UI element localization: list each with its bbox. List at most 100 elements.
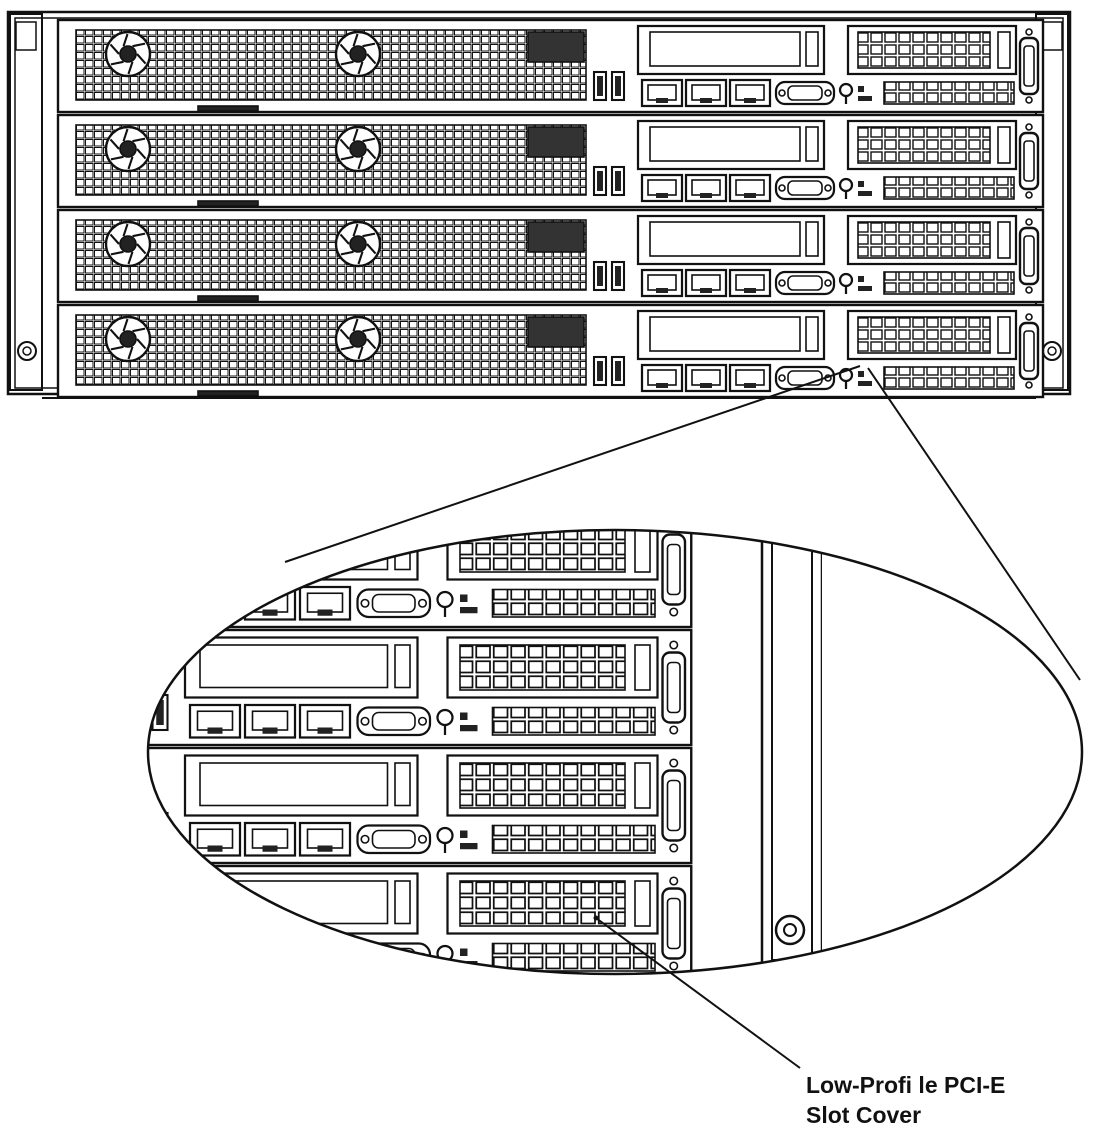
- usb-port-icon: [130, 577, 145, 612]
- magnified-view: [0, 525, 1084, 976]
- vent-row: [491, 824, 656, 854]
- led-indicator: [858, 371, 864, 377]
- low-profile-slot-cover: [857, 316, 991, 354]
- callout-leader-line: [595, 917, 801, 1069]
- callout-line-1: Low-Profi le PCI-E: [806, 1072, 1006, 1098]
- pcie-slot-cover: [199, 644, 389, 689]
- right-ear-latch: [1041, 21, 1063, 51]
- node-bay-3: [56, 208, 1045, 304]
- power-button-icon: [436, 708, 454, 727]
- callout-label: Low-Profi le PCI-E Slot Cover: [806, 1070, 1096, 1130]
- power-button-icon: [436, 590, 454, 609]
- pcie-slot-cover: [649, 316, 801, 352]
- vent-grille: [0, 643, 120, 731]
- vent-row: [883, 176, 1015, 200]
- lens-blank-area: [822, 530, 1082, 974]
- magnified-detail: [0, 525, 1082, 974]
- fan-hub-icon: [349, 330, 367, 348]
- low-profile-slot-cover: [857, 31, 991, 69]
- led-indicator: [460, 843, 478, 850]
- left-rack-ear: [9, 13, 43, 391]
- fan-hub-icon: [119, 330, 137, 348]
- lan-port-icon: [243, 939, 297, 974]
- fan-hub-icon: [119, 140, 137, 158]
- node-bay-4: [56, 303, 1045, 399]
- low-profile-slot-cover: [459, 644, 626, 691]
- lan-port-icon: [188, 585, 242, 621]
- lan-port-icon: [298, 939, 352, 974]
- node-bays: [56, 18, 1045, 399]
- slot-bracket: [997, 31, 1011, 69]
- low-profile-slot-cover: [857, 221, 991, 259]
- left-ear-latch: [15, 21, 37, 51]
- usb-port-icon: [130, 813, 145, 848]
- slot-bracket: [634, 762, 651, 809]
- led-indicator: [460, 607, 478, 614]
- vent-grille: [75, 314, 587, 386]
- pcie-bracket: [394, 880, 411, 925]
- left-thumbscrew-icon: [17, 341, 37, 361]
- node-bay-zoom-3: [0, 746, 693, 865]
- vent-dense-area: [527, 316, 585, 348]
- pcie-slot-cover: [199, 762, 389, 807]
- vent-row: [491, 706, 656, 736]
- usb-port-icon: [151, 929, 169, 968]
- fan-hub-icon: [349, 140, 367, 158]
- magnifier-line-right: [867, 367, 1081, 681]
- vent-dense-area: [527, 126, 585, 158]
- led-indicator: [858, 96, 872, 101]
- vent-dense-area: [48, 527, 118, 565]
- pcie-slot-cover: [649, 31, 801, 67]
- right-thumbscrew-icon: [1042, 341, 1062, 361]
- callout-line-2: Slot Cover: [806, 1102, 922, 1128]
- vent-row: [491, 588, 656, 618]
- magnifier-lens: [146, 528, 1084, 976]
- led-indicator: [858, 86, 864, 92]
- lan-port-icon: [188, 939, 242, 974]
- fan-hub-icon: [119, 235, 137, 253]
- pull-handle: [197, 295, 259, 302]
- low-profile-slot-cover: [459, 762, 626, 809]
- led-indicator: [858, 191, 872, 196]
- vent-dense-area: [48, 645, 118, 683]
- slot-bracket: [634, 644, 651, 691]
- fan-hub-icon: [119, 45, 137, 63]
- led-indicator: [858, 381, 872, 386]
- magnifier-lines: [284, 365, 1081, 681]
- usb-port-icon: [130, 695, 145, 730]
- pcie-slot-cover: [199, 880, 389, 925]
- pcie-bracket: [805, 221, 819, 257]
- fan-hub-icon: [349, 45, 367, 63]
- pcie-slot-cover: [649, 221, 801, 257]
- usb-port-icon: [130, 931, 145, 966]
- pull-handle: [197, 200, 259, 207]
- low-profile-slot-cover: [857, 126, 991, 164]
- led-indicator: [858, 286, 872, 291]
- vent-grille: [0, 525, 120, 613]
- pull-handle: [197, 390, 259, 397]
- pcie-slot-cover: [199, 530, 389, 571]
- node-bay-2: [56, 113, 1045, 209]
- vent-grille: [75, 219, 587, 291]
- led-indicator: [460, 712, 468, 720]
- fan-hub-icon: [349, 235, 367, 253]
- slot-bracket: [634, 880, 651, 927]
- node-bay-zoom-4: [130, 864, 693, 974]
- vent-grille: [0, 761, 120, 849]
- node-bay-1: [56, 18, 1045, 114]
- pcie-slot-cover: [649, 126, 801, 162]
- led-indicator: [460, 948, 468, 956]
- led-indicator: [460, 594, 468, 602]
- low-profile-slot-cover: [459, 880, 626, 927]
- vent-grille: [75, 29, 587, 101]
- usb-port-icon: [151, 811, 169, 850]
- vent-dense-area: [527, 221, 585, 253]
- pcie-bracket: [805, 31, 819, 67]
- led-indicator: [858, 181, 864, 187]
- pull-handle: [197, 105, 259, 112]
- magnified-ear-rail: [771, 539, 813, 961]
- vent-row: [491, 942, 656, 972]
- led-indicator: [460, 830, 468, 838]
- node-bay-zoom-2: [0, 628, 693, 747]
